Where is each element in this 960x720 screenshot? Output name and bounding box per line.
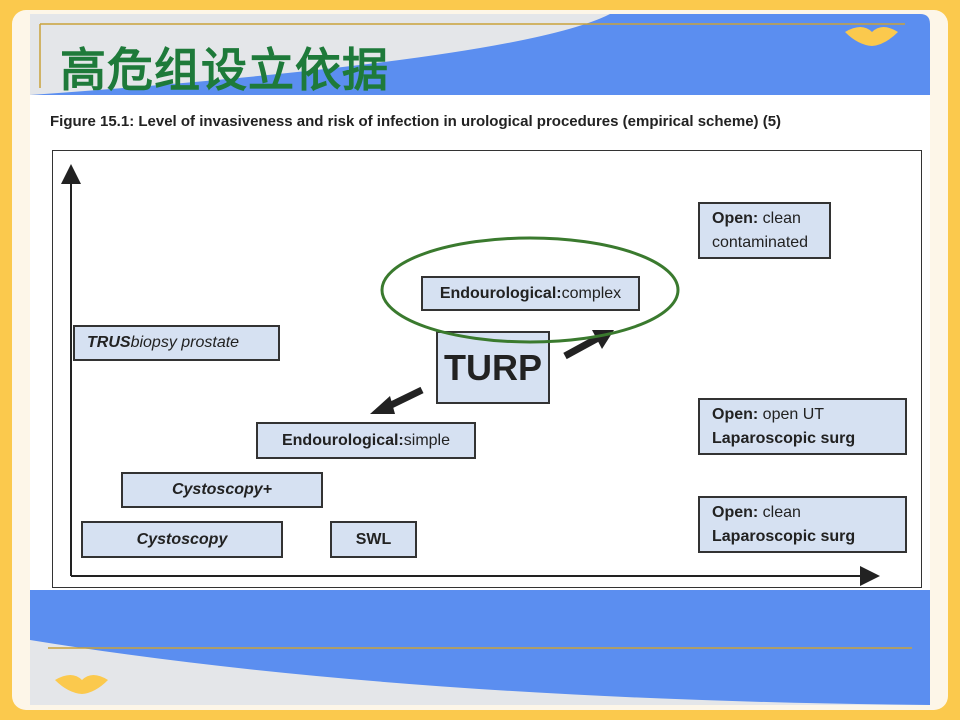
node-open-clean-bold: Open: [712,503,759,521]
slide-title: 高危组设立依据 [60,43,389,97]
node-cystoscopy-plus: Cystoscopy+ [121,472,323,508]
node-turp-label: TURP [444,346,542,388]
node-swl-label: SWL [355,530,392,548]
figure-caption: Figure 15.1: Level of invasiveness and r… [50,113,782,130]
node-open-clean-rest: clean [758,503,801,521]
node-cystoscopy-plus-label: Cystoscopy+ [171,481,273,498]
heart-decoration-bottom [55,675,108,694]
node-endourological-simple: Endourological: simple [256,422,476,459]
node-open-ut-rest: open UT [758,405,825,423]
node-endo-complex-rest: complex [561,284,622,302]
node-endo-simple-rest: simple [403,431,450,449]
node-endourological-complex: Endourological: complex [421,276,640,311]
node-trus-bold: TRUS [87,334,131,351]
node-endo-simple-bold: Endourological: [281,431,404,449]
node-occ-line2: contaminated [712,233,809,251]
node-occ-bold: Open: [712,209,759,227]
node-trus-rest: biopsy prostate [130,334,240,351]
arrow-to-simple [370,386,424,414]
heart-decoration-top [845,27,898,46]
node-open-ut: Open: open UT Laparoscopic surg [698,398,907,455]
node-open-ut-line2: Laparoscopic surg [712,429,856,447]
node-cystoscopy: Cystoscopy [81,521,283,558]
node-trus-biopsy: TRUS biopsy prostate [73,325,280,361]
node-open-clean: Open: clean Laparoscopic surg [698,496,907,553]
highlight-ellipse [380,236,680,344]
node-open-ut-bold: Open: [712,405,759,423]
node-occ-line1: Open: clean [712,207,801,231]
node-open-clean-line1: Open: clean [712,501,801,525]
node-occ-rest: clean [758,209,801,227]
node-swl: SWL [330,521,417,558]
node-cystoscopy-label: Cystoscopy [136,530,228,548]
node-endo-complex-bold: Endourological: [439,284,562,302]
node-open-clean-contaminated: Open: clean contaminated [698,202,831,259]
node-open-clean-line2: Laparoscopic surg [712,527,856,545]
node-open-ut-line1: Open: open UT [712,403,824,427]
